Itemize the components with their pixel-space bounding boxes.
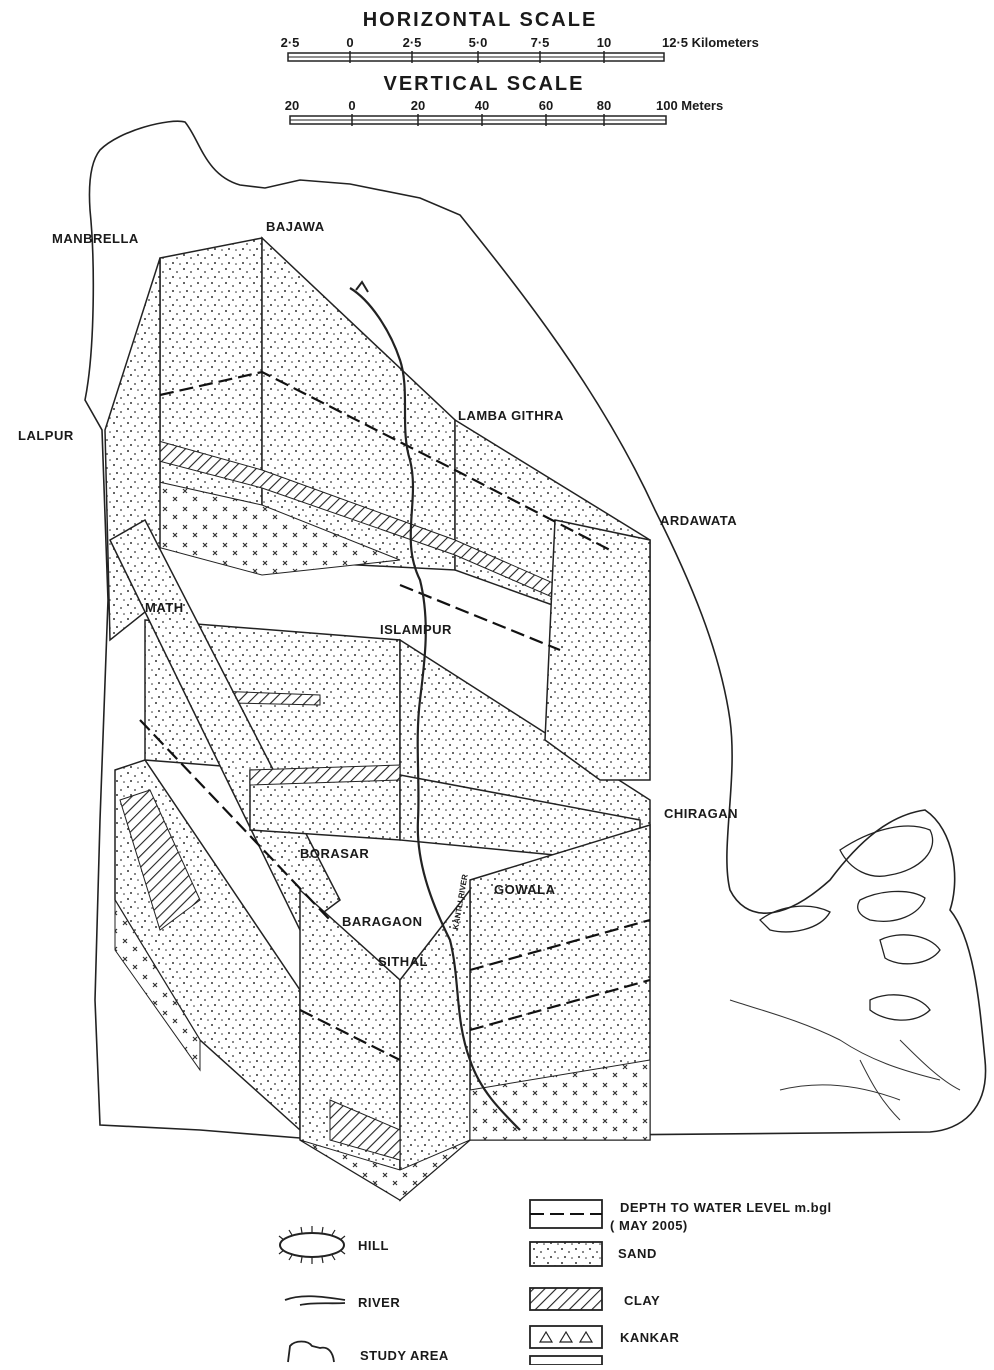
horizontal-scale: HORIZONTAL SCALE 2·5 0 2·5 5·0 7·5 10 12… <box>281 9 759 63</box>
legend-label-clay: CLAY <box>624 1293 660 1308</box>
place-label-chiragan: CHIRAGAN <box>664 806 738 821</box>
place-label-ardawata: ARDAWATA <box>660 513 737 528</box>
vscale-tick-label: 80 <box>597 98 611 113</box>
place-label-islampur: ISLAMPUR <box>380 622 452 637</box>
place-label-sithal: SITHAL <box>378 954 428 969</box>
legend-next-swatch <box>530 1356 602 1365</box>
place-label-lamba-githra: LAMBA GITHRA <box>458 408 564 423</box>
hill-icon <box>279 1226 345 1264</box>
legend-item-clay: CLAY <box>530 1288 660 1310</box>
kankar-swatch <box>530 1326 602 1348</box>
hscale-tick-label: 2·5 <box>281 35 300 50</box>
place-label-borasar: BORASAR <box>300 846 369 861</box>
vscale-tick-label: 60 <box>539 98 553 113</box>
legend-item-river: RIVER <box>285 1295 400 1310</box>
legend-label-depth-date: ( MAY 2005) <box>610 1218 688 1233</box>
sand-swatch <box>530 1242 602 1266</box>
place-label-bajawa: BAJAWA <box>266 219 325 234</box>
legend-item-study-area: STUDY AREA <box>288 1342 449 1364</box>
vscale-tick-label: 0 <box>348 98 355 113</box>
place-label-lalpur: LALPUR <box>18 428 74 443</box>
legend: HILL RIVER STUDY AREA DEPTH TO WATER LEV… <box>279 1200 832 1365</box>
fence-panel-south <box>300 825 650 1200</box>
place-label-gowala: GOWALA <box>494 882 556 897</box>
horizontal-scale-title: HORIZONTAL SCALE <box>363 9 598 31</box>
river-flow-arrow-icon <box>356 282 368 292</box>
legend-item-hill: HILL <box>279 1226 389 1264</box>
legend-item-sand: SAND <box>530 1242 657 1266</box>
legend-label-depth: DEPTH TO WATER LEVEL m.bgl <box>620 1200 832 1215</box>
legend-item-depth-to-water: DEPTH TO WATER LEVEL m.bgl ( MAY 2005) <box>530 1200 832 1233</box>
vscale-tick-label: 100 Meters <box>656 98 723 113</box>
hscale-tick-label: 10 <box>597 35 611 50</box>
vertical-scale: VERTICAL SCALE 20 0 20 40 60 80 100 Mete… <box>285 73 723 126</box>
river-icon <box>285 1296 345 1305</box>
vscale-tick-label: 40 <box>475 98 489 113</box>
place-label-math: MATH <box>145 600 184 615</box>
legend-item-kankar: KANKAR <box>530 1326 679 1365</box>
hscale-tick-label: 12·5 Kilometers <box>662 35 759 50</box>
legend-label-river: RIVER <box>358 1295 400 1310</box>
place-label-manbrella: MANBRELLA <box>52 231 139 246</box>
horizontal-scale-bar <box>288 51 664 63</box>
legend-label-kankar: KANKAR <box>620 1330 679 1345</box>
vertical-scale-bar <box>290 114 666 126</box>
clay-swatch <box>530 1288 602 1310</box>
drainage-lines <box>730 1000 960 1120</box>
hscale-tick-label: 5·0 <box>469 35 488 50</box>
legend-label-hill: HILL <box>358 1238 389 1253</box>
place-label-baragaon: BARAGAON <box>342 914 423 929</box>
legend-label-sand: SAND <box>618 1246 657 1261</box>
hscale-tick-label: 7·5 <box>531 35 550 50</box>
vscale-tick-label: 20 <box>285 98 299 113</box>
vscale-tick-label: 20 <box>411 98 425 113</box>
hscale-tick-label: 0 <box>346 35 353 50</box>
study-area-icon <box>288 1342 334 1363</box>
legend-label-study-area: STUDY AREA <box>360 1348 449 1363</box>
vertical-scale-title: VERTICAL SCALE <box>384 73 585 95</box>
hscale-tick-label: 2·5 <box>403 35 422 50</box>
